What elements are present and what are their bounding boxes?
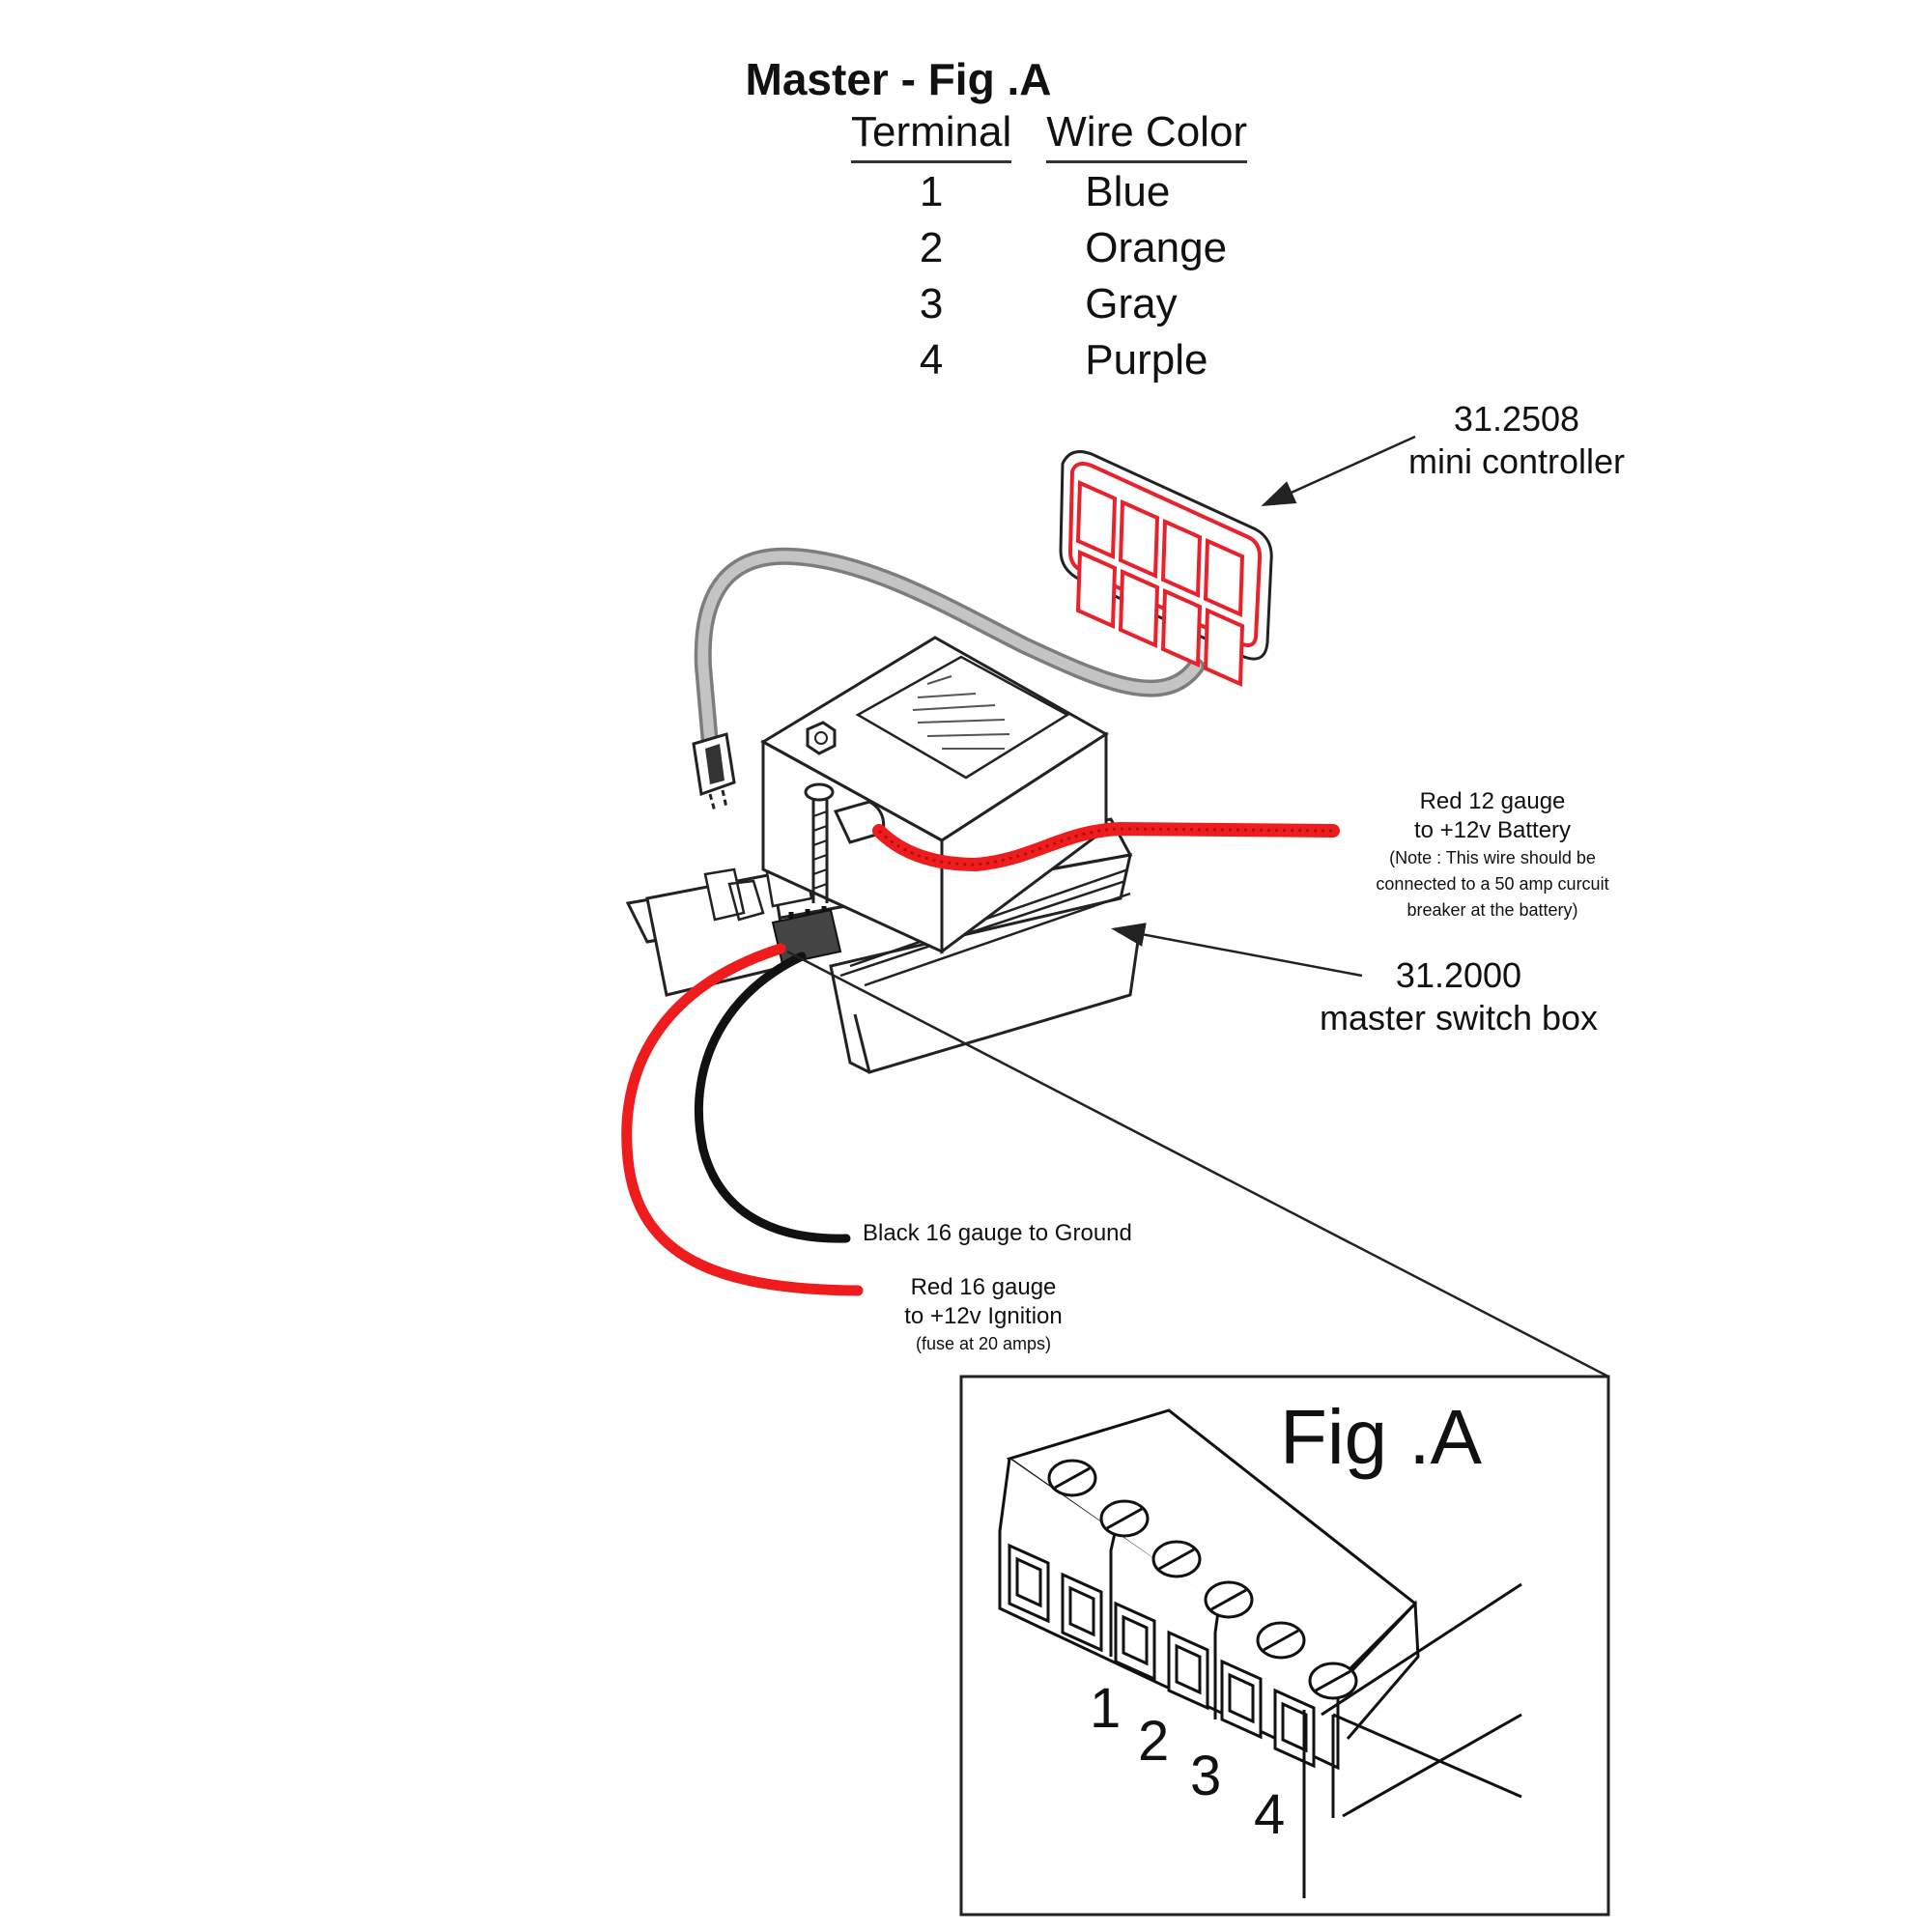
controller-button bbox=[1203, 537, 1245, 618]
terminal-cell: 2 bbox=[919, 224, 944, 271]
terminal-wire-slot bbox=[1114, 1601, 1156, 1682]
mini-controller bbox=[1059, 450, 1273, 688]
wire-color-cell: Blue bbox=[1085, 168, 1171, 215]
fig-terminal-number: 2 bbox=[1138, 1710, 1169, 1773]
fig-terminal-number: 3 bbox=[1190, 1745, 1221, 1807]
controller-button bbox=[1160, 587, 1203, 668]
terminal-wire-slot bbox=[1167, 1630, 1209, 1711]
controller-button bbox=[1118, 498, 1160, 580]
red-ignition-wire bbox=[621, 943, 864, 1296]
mini-controller-part-number: 31.2508 bbox=[1453, 399, 1580, 439]
table-row: 1 Blue bbox=[851, 163, 1247, 219]
screw-slot bbox=[1210, 1588, 1247, 1611]
controller-button bbox=[1160, 518, 1203, 599]
fig-terminal-number: 4 bbox=[1254, 1783, 1285, 1846]
battery-wire-gauge: Red 12 gauge bbox=[1419, 788, 1566, 814]
ignition-wire-destination: to +12v Ignition bbox=[904, 1303, 1063, 1329]
terminal-wire-slot bbox=[1008, 1543, 1050, 1624]
screw-slot bbox=[1263, 1629, 1299, 1652]
fig-a-terminal-block bbox=[998, 1408, 1522, 1898]
terminal-cell: 3 bbox=[919, 280, 944, 327]
fig-terminal-number: 1 bbox=[1090, 1677, 1121, 1740]
fig-a-title: Fig .A bbox=[1280, 1394, 1483, 1480]
battery-stud bbox=[804, 721, 837, 903]
master-switch-box bbox=[625, 636, 1142, 1074]
table-row: 3 Gray bbox=[851, 275, 1247, 331]
table-row: 4 Purple bbox=[851, 331, 1247, 387]
header-terminal: Terminal bbox=[851, 108, 1012, 163]
product-label bbox=[855, 655, 1070, 780]
terminal-wire-slot bbox=[1061, 1572, 1103, 1653]
table-title: Master - Fig .A bbox=[745, 54, 1052, 104]
master-switch-box-label: 31.2000 master switch box bbox=[1304, 954, 1613, 1039]
wire-color-cell: Orange bbox=[1085, 224, 1228, 271]
battery-wire-note: connected to a 50 amp curcuit bbox=[1376, 874, 1609, 894]
screw-slot bbox=[1054, 1466, 1091, 1490]
battery-wire-note: breaker at the battery) bbox=[1406, 900, 1578, 920]
table-row: 2 Orange bbox=[851, 219, 1247, 275]
wire-color-table: Terminal Wire Color 1 Blue 2 Orange 3 Gr… bbox=[816, 108, 1282, 387]
black-ground-wire bbox=[694, 952, 851, 1243]
wire-color-cell: Purple bbox=[1085, 336, 1208, 384]
ignition-wire-label: Red 16 gauge to +12v Ignition (fuse at 2… bbox=[887, 1273, 1080, 1357]
screw-slot bbox=[1106, 1507, 1143, 1530]
switchbox-leader bbox=[1111, 923, 1363, 978]
wire-color-cell: Gray bbox=[1085, 280, 1178, 327]
header-wire-color: Wire Color bbox=[1046, 108, 1248, 163]
mini-controller-name: mini controller bbox=[1407, 441, 1626, 481]
detail-callout-line bbox=[786, 950, 1609, 1378]
switch-box-name: master switch box bbox=[1319, 998, 1599, 1037]
screw-slot bbox=[1158, 1548, 1195, 1571]
terminal-cell: 1 bbox=[919, 168, 944, 215]
screw-slot bbox=[1315, 1669, 1351, 1692]
cable-connector bbox=[692, 732, 736, 812]
controller-button-grid bbox=[1075, 479, 1245, 688]
battery-wire-note: (Note : This wire should be bbox=[1389, 848, 1596, 867]
controller-button bbox=[1075, 549, 1118, 630]
ground-wire-label: Black 16 gauge to Ground bbox=[863, 1220, 1132, 1246]
battery-wire-label: Red 12 gauge to +12v Battery (Note : Thi… bbox=[1348, 787, 1637, 923]
ignition-wire-gauge: Red 16 gauge bbox=[910, 1274, 1057, 1300]
terminal-wire-slot bbox=[1220, 1659, 1263, 1740]
table-header-row: Terminal Wire Color bbox=[851, 108, 1248, 163]
switch-box-part-number: 31.2000 bbox=[1395, 955, 1522, 995]
controller-button bbox=[1203, 607, 1245, 688]
battery-wire-destination: to +12v Battery bbox=[1413, 817, 1572, 843]
terminal-cell: 4 bbox=[919, 336, 944, 384]
ignition-wire-note: (fuse at 20 amps) bbox=[915, 1334, 1052, 1353]
controller-leader bbox=[1261, 435, 1416, 507]
controller-button bbox=[1075, 479, 1118, 560]
controller-button bbox=[1118, 568, 1160, 649]
mini-controller-label: 31.2508 mini controller bbox=[1391, 398, 1642, 483]
